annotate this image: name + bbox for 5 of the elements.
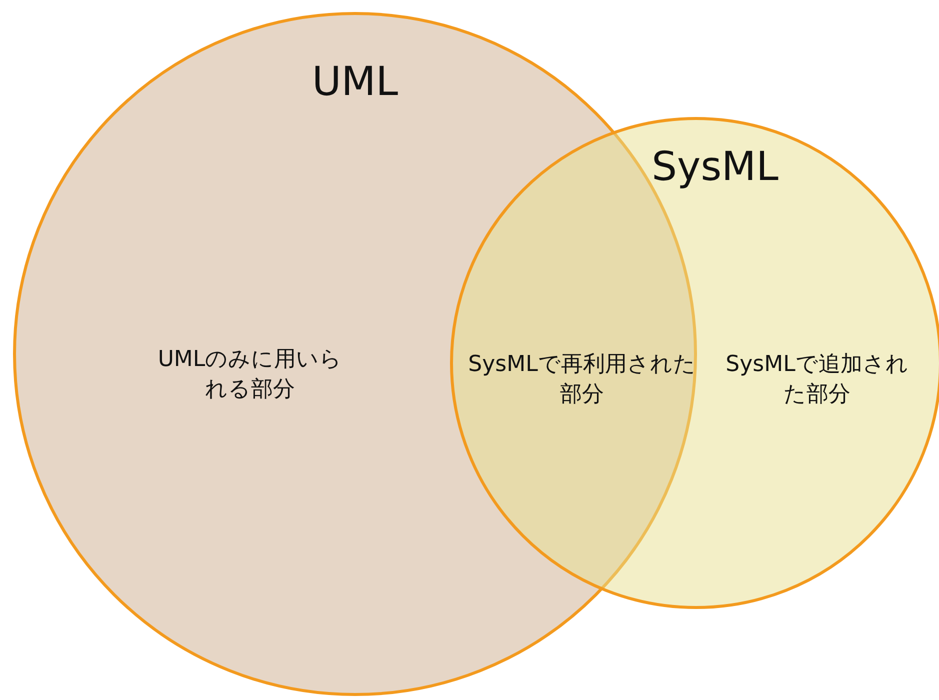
region-text: SysMLで再利用された部分 <box>467 351 697 409</box>
circle-title: UML <box>312 59 398 105</box>
region-text: UMLのみに用いられる部分 <box>156 346 344 404</box>
region-text: SysMLで追加された部分 <box>724 351 910 409</box>
circle-title: SysML <box>652 144 778 190</box>
